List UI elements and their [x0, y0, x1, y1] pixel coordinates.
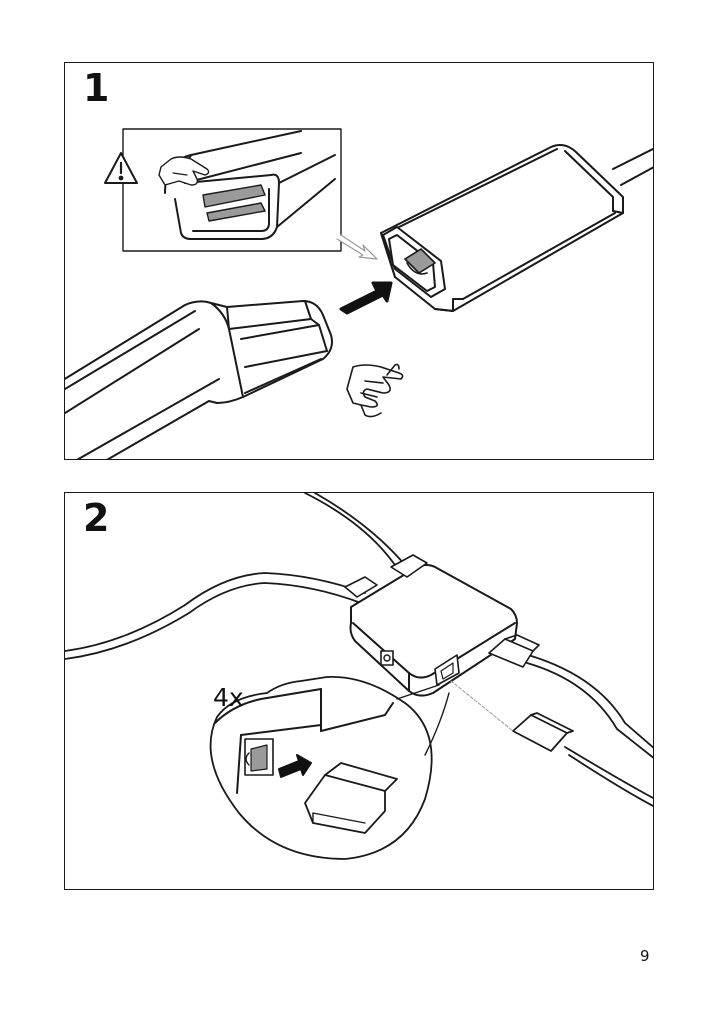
arrow-icon — [278, 754, 312, 778]
arrow-icon — [339, 281, 393, 315]
pointing-hand-icon — [346, 363, 404, 418]
detail-inset — [122, 128, 342, 252]
step-2-illustration — [65, 493, 653, 860]
step-2-panel: 2 — [64, 492, 654, 890]
magnified-detail — [209, 676, 433, 860]
quantity-label: 4x — [213, 683, 244, 712]
step-number: 1 — [83, 66, 110, 110]
step-1-panel: 1 — [64, 62, 654, 460]
male-plug — [65, 300, 333, 459]
page-number: 9 — [640, 947, 650, 965]
callout-wedge — [396, 684, 450, 756]
callout-arrow — [336, 234, 378, 260]
hub — [344, 554, 540, 697]
step-number: 2 — [83, 496, 110, 540]
warning-icon — [104, 152, 138, 184]
step-1-illustration — [65, 128, 653, 459]
loose-plug — [450, 680, 574, 752]
cable — [65, 493, 653, 807]
cable — [612, 147, 653, 186]
female-connector — [380, 144, 624, 312]
